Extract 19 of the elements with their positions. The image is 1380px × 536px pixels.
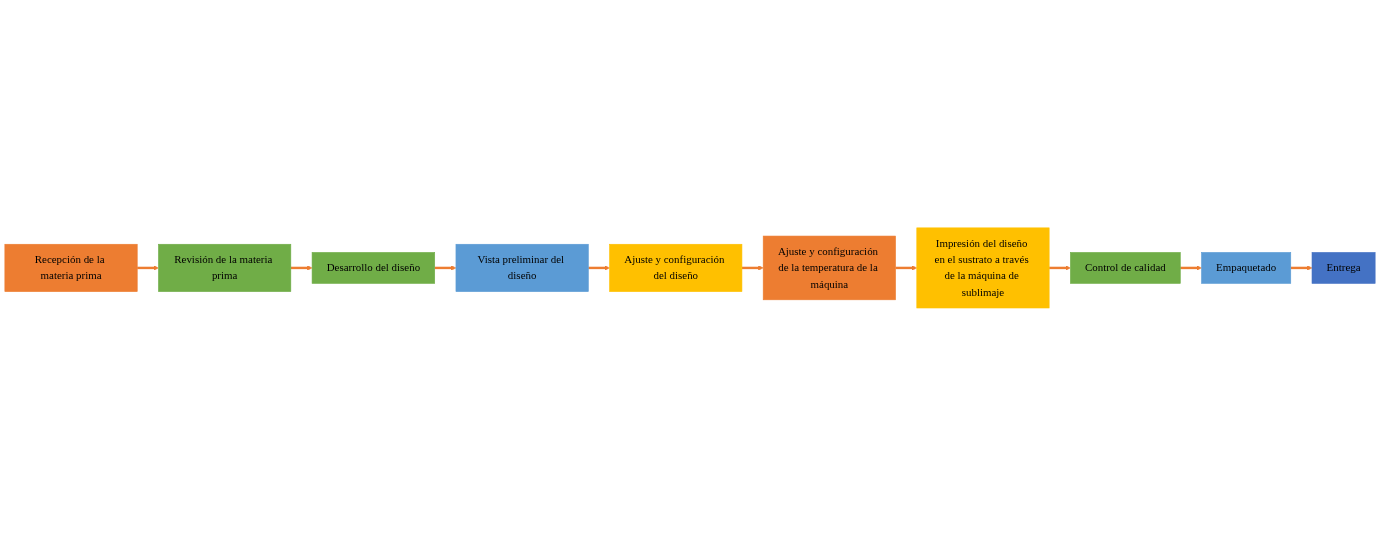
node-box: Ajuste y configuración de la temperatura de la máquina <box>762 235 896 301</box>
node-box: Recepción de la materia prima <box>4 244 138 292</box>
node-box: Ajuste y configuración del diseño <box>609 244 743 292</box>
arrow <box>895 265 918 271</box>
node-box: Control de calidad <box>1070 252 1181 284</box>
arrow <box>741 265 764 271</box>
arrow <box>588 265 610 271</box>
node-box: Entrega <box>1311 252 1376 284</box>
node-box: Vista preliminar del diseño <box>455 244 589 292</box>
arrow <box>290 265 313 271</box>
arrow <box>1049 265 1071 271</box>
arrow <box>1290 265 1313 271</box>
node-box: Revisión de la materia prima <box>158 244 292 292</box>
arrow <box>137 265 159 271</box>
node-box: Desarrollo del diseño <box>311 252 435 284</box>
node-box: Impresión del diseño en el sustrato a través de la máquina de sublimaje <box>916 227 1050 309</box>
node-box: Empaquetado <box>1201 252 1292 284</box>
arrow <box>434 265 457 271</box>
arrow <box>1180 265 1202 271</box>
